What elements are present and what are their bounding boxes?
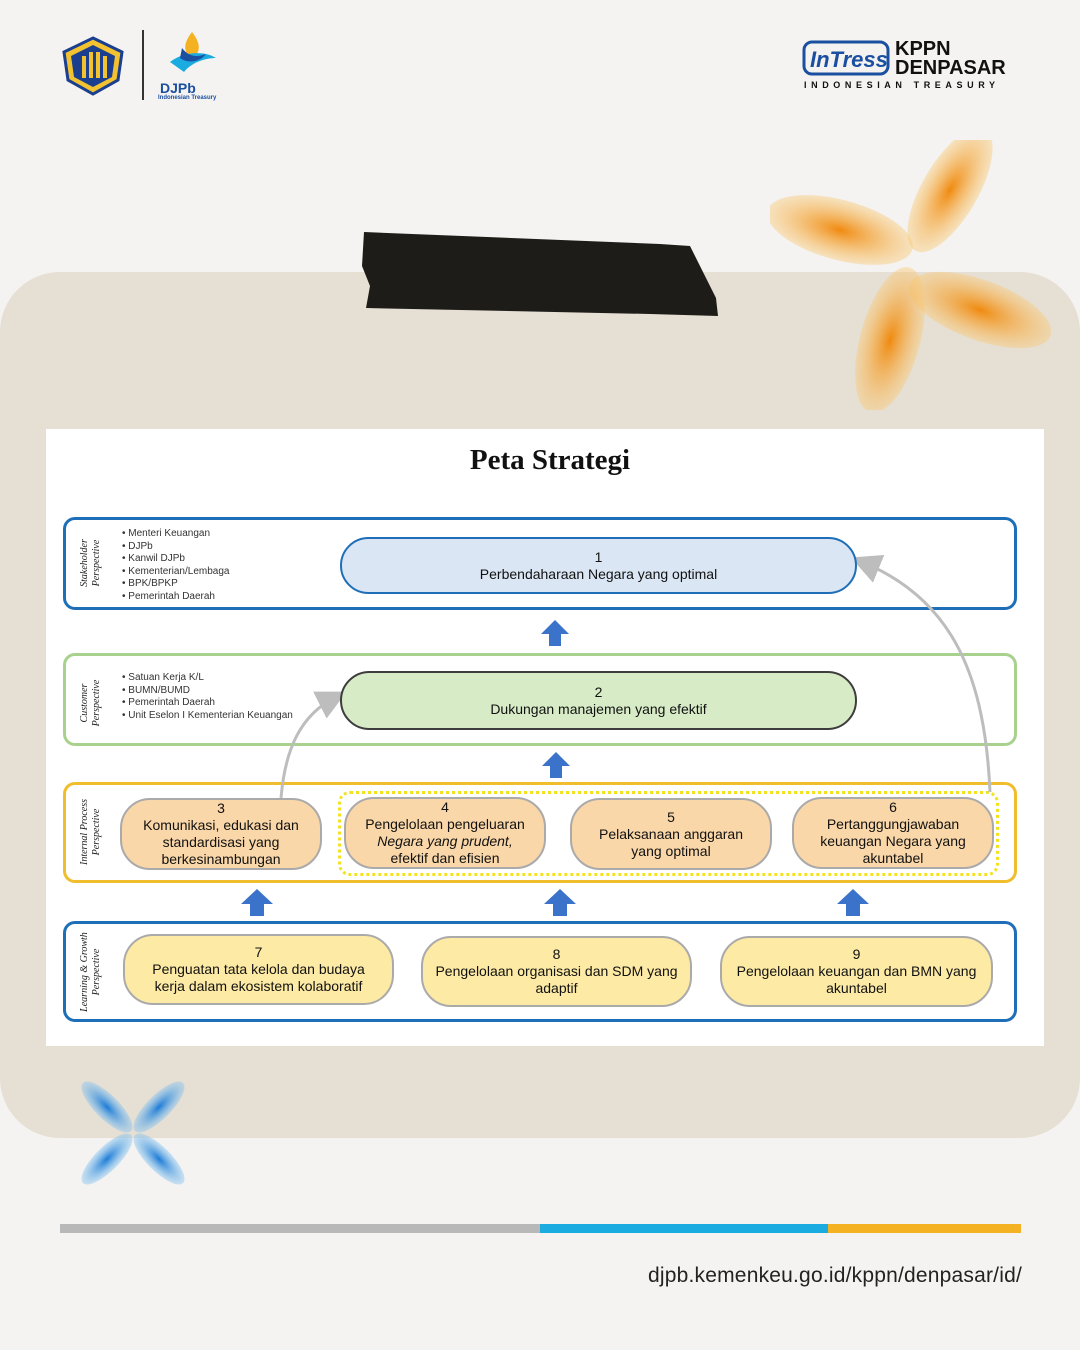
node-text: efektif dan efisien: [390, 850, 500, 866]
node-number: 8: [552, 946, 561, 962]
node-6: 6 Pertanggungjawaban keuangan Negara yan…: [792, 797, 994, 869]
list-item: Pemerintah Daerah: [122, 697, 293, 710]
node-text: kerja dalam ekosistem kolaboratif: [154, 978, 363, 994]
node-text: Pengelolaan keuangan dan BMN yang: [736, 963, 977, 979]
list-item: Kanwil DJPb: [122, 553, 229, 566]
footer-bar-blue: [540, 1224, 828, 1233]
diagram-title: Peta Strategi: [469, 444, 631, 476]
footer-bar-orange: [828, 1224, 1021, 1233]
intress-label: InTress: [810, 47, 888, 72]
up-arrow-icon: [544, 889, 576, 916]
node-number: 5: [667, 808, 675, 825]
list-item: BUMN/BUMD: [122, 685, 293, 698]
list-item: Unit Eselon I Kementerian Keuangan: [122, 710, 293, 723]
node-8: 8 Pengelolaan organisasi dan SDM yang ad…: [421, 936, 692, 1007]
learning-growth-band: [63, 921, 1017, 1022]
customer-list: Satuan Kerja K/L BUMN/BUMD Pemerintah Da…: [122, 672, 293, 722]
node-text: berkesinambungan: [161, 851, 281, 867]
brand-title: KPPN DENPASAR: [895, 38, 1006, 79]
footer-url[interactable]: djpb.kemenkeu.go.id/kppn/denpasar/id/: [648, 1264, 1022, 1287]
node-text: Penguatan tata kelola dan budaya: [152, 961, 365, 977]
node-text: Negara yang prudent,: [377, 833, 513, 849]
stakeholder-band: [63, 517, 1017, 610]
intress-logo: InTress: [802, 40, 890, 76]
node-text: Pelaksanaan anggaran: [598, 825, 743, 842]
logo-divider: [142, 30, 144, 100]
node-text: akuntabel: [862, 850, 924, 866]
node-2: 2 Dukungan manajemen yang efektif: [340, 671, 857, 730]
up-arrow-icon: [241, 889, 273, 916]
node-number: 4: [441, 799, 449, 815]
customer-band: [63, 653, 1017, 746]
connector-3-to-2: [279, 691, 347, 799]
node-text: Perbendaharaan Negara yang optimal: [479, 565, 718, 582]
djpb-logo: [170, 32, 216, 72]
node-text: standardisasi yang: [162, 834, 280, 850]
node-text: akuntabel: [826, 980, 887, 996]
node-text: adaptif: [535, 980, 578, 996]
stakeholder-list: Menteri Keuangan DJPb Kanwil DJPb Kement…: [122, 528, 229, 604]
list-item: BPK/BPKP: [122, 578, 229, 591]
up-arrow-icon: [541, 620, 569, 646]
node-7: 7 Penguatan tata kelola dan budaya kerja…: [123, 934, 394, 1005]
node-3: 3 Komunikasi, edukasi dan standardisasi …: [120, 798, 322, 870]
orange-flower-decoration: [770, 140, 1052, 410]
node-5: 5 Pelaksanaan anggaran yang optimal: [570, 798, 772, 870]
footer-bar-gray: [60, 1224, 540, 1233]
brand-line-1: KPPN: [895, 38, 951, 60]
node-number: 7: [254, 944, 263, 960]
tape-decoration: [362, 232, 718, 316]
blue-flower-decoration: [81, 1081, 185, 1185]
node-text: keuangan Negara yang: [820, 833, 966, 849]
brand-subtitle: INDONESIAN TREASURY: [804, 80, 1000, 90]
up-arrow-icon: [542, 752, 570, 778]
node-4: 4 Pengelolaan pengeluaran Negara yang pr…: [344, 797, 546, 869]
node-number: 6: [889, 799, 897, 815]
node-number: 3: [217, 800, 225, 816]
node-1: 1 Perbendaharaan Negara yang optimal: [340, 537, 857, 594]
node-number: 9: [852, 946, 861, 962]
internal-process-group-outline: [338, 791, 999, 876]
node-number: 2: [594, 683, 603, 700]
node-text: Dukungan manajemen yang efektif: [490, 700, 707, 717]
kemenkeu-logo: [62, 36, 124, 96]
connector-6-to-1: [850, 554, 992, 793]
node-number: 1: [594, 548, 603, 565]
list-item: Kementerian/Lembaga: [122, 566, 229, 579]
list-item: Menteri Keuangan: [122, 528, 229, 541]
internal-process-band: [63, 782, 1017, 883]
node-text: Pertanggungjawaban: [826, 816, 960, 832]
node-text: Komunikasi, edukasi dan: [143, 817, 299, 833]
djpb-label: DJPb: [160, 80, 196, 96]
djpb-sub-label: Indonesian Treasury: [158, 95, 217, 101]
list-item: DJPb: [122, 541, 229, 554]
brand-line-2: DENPASAR: [895, 57, 1006, 79]
list-item: Pemerintah Daerah: [122, 591, 229, 604]
up-arrow-icon: [837, 889, 869, 916]
node-text: Pengelolaan pengeluaran: [365, 816, 525, 832]
node-text: Pengelolaan organisasi dan SDM yang: [435, 963, 678, 979]
node-9: 9 Pengelolaan keuangan dan BMN yang akun…: [720, 936, 993, 1007]
node-text: yang optimal: [631, 842, 711, 859]
list-item: Satuan Kerja K/L: [122, 672, 293, 685]
